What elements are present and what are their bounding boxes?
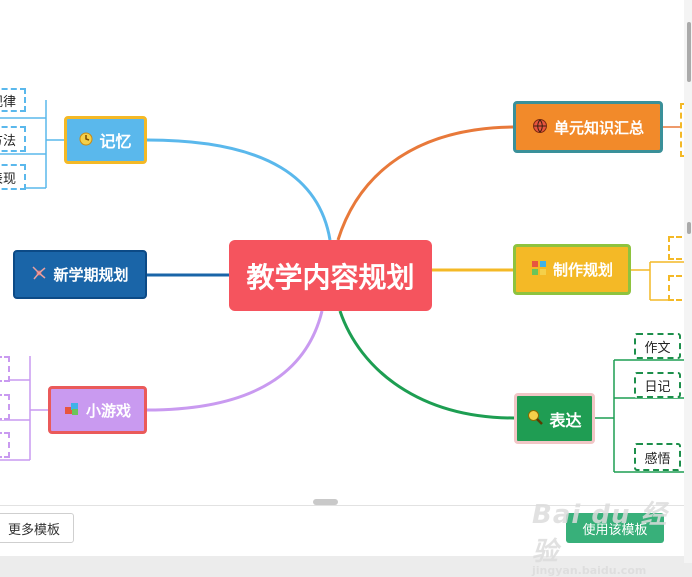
use-template-button[interactable]: 使用该模板 [566,513,664,543]
page-scroll-track[interactable] [684,0,692,563]
magnifier-icon [527,409,544,428]
line-biaoda [338,310,515,420]
topic-expression[interactable]: 表达 [514,393,595,444]
clock-icon [79,132,93,149]
bracket-jiyi [0,100,64,189]
mindmap-canvas[interactable]: 教学内容规划 记忆 新学期规划 小游戏 规律 方法 表现 单元知识汇总 [0,0,684,505]
leaf-expression-essay[interactable]: 作文 [634,333,681,359]
leaf-game-2[interactable] [0,394,10,420]
leaf-memory-rule[interactable]: 规律 [0,88,26,112]
leaf-production-1[interactable] [668,236,684,260]
bracket-zhizuo [631,261,684,301]
line-jiyi [146,138,332,241]
leaf-unit-edge[interactable] [680,103,684,157]
central-topic[interactable]: 教学内容规划 [229,240,432,311]
bracket-youxi [0,356,48,461]
leaf-game-3[interactable] [0,432,10,458]
network-icon [31,265,47,284]
topic-memory[interactable]: 记忆 [64,116,147,164]
line-huizong [336,125,514,241]
grid-icon [531,260,547,279]
topic-production-plan[interactable]: 制作规划 [513,244,631,295]
leaf-memory-method[interactable]: 方法 [0,126,26,152]
leaf-expression-reflection[interactable]: 感悟 [634,443,681,471]
canvas-resize-handle[interactable] [313,499,338,505]
scrollbar-thumb-top[interactable] [687,22,691,82]
topic-new-semester[interactable]: 新学期规划 [13,250,147,299]
cubes-icon [64,401,80,420]
leaf-game-1[interactable] [0,356,10,382]
topic-unit-knowledge[interactable]: 单元知识汇总 [513,101,663,153]
leaf-expression-diary[interactable]: 日记 [634,372,681,398]
bracket-biaoda [595,359,684,473]
leaf-memory-performance[interactable]: 表现 [0,164,26,190]
scrollbar-thumb[interactable] [687,222,691,234]
more-templates-button[interactable]: 更多模板 [0,513,74,543]
globe-icon [532,118,548,137]
connector-lines [0,100,684,473]
line-youxi [146,310,324,412]
leaf-production-2[interactable] [668,275,684,301]
topic-mini-games[interactable]: 小游戏 [48,386,147,434]
